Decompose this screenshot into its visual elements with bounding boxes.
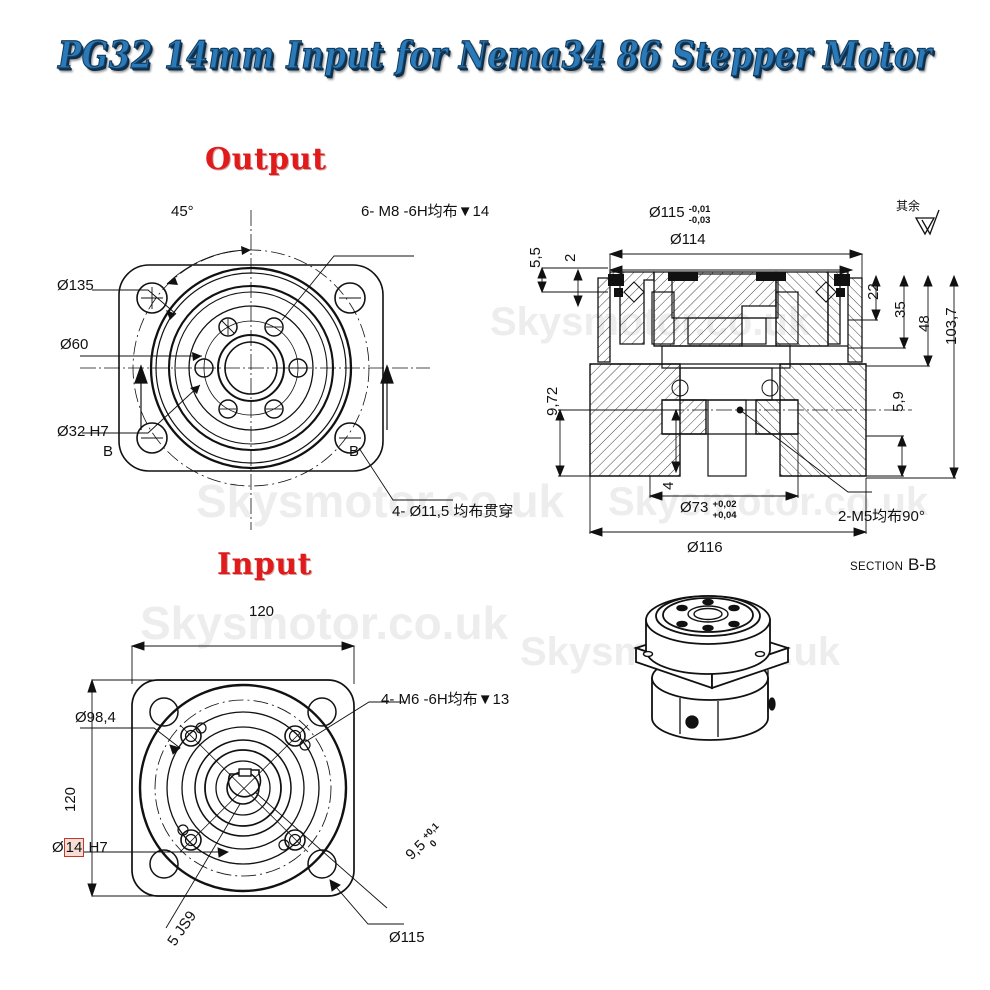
title-bar: PG32 14mm Input for Nema34 86 Stepper Mo… xyxy=(0,33,990,78)
label-2-m5: 2-M5均布90° xyxy=(838,508,925,525)
isometric-product-view xyxy=(633,595,791,741)
label-6-m8-depth: 14 xyxy=(472,203,490,220)
label-4-m6-depth: 13 xyxy=(492,691,510,708)
label-dia-115-section: Ø115 -0,01 -0,03 xyxy=(649,204,711,226)
label-4-depth: 4 xyxy=(660,481,677,490)
label-dia-73: Ø73 +0,02 +0,04 xyxy=(680,499,737,521)
section-bb-drawing xyxy=(537,209,959,537)
label-4-through-holes: 4- Ø11,5 均布贯穿 xyxy=(392,503,514,520)
label-input-bore-fit: H7 xyxy=(88,839,108,856)
label-input-width-120: 120 xyxy=(249,603,275,620)
label-9-72: 9,72 xyxy=(544,386,561,416)
label-4-m6-text: 4- M6 -6H均布 xyxy=(381,691,478,708)
label-6-m8: 6- M8 -6H均布▼14 xyxy=(361,203,490,220)
label-5-5: 5,5 xyxy=(527,247,544,268)
label-dia-60: Ø60 xyxy=(60,336,89,353)
section-caption: SECTION B-B xyxy=(850,556,936,574)
label-dia-135: Ø135 xyxy=(57,277,94,294)
label-22: 22 xyxy=(865,283,882,300)
label-dia-115-tolerance: -0,01 -0,03 xyxy=(688,204,711,226)
section-mark-b-right: B xyxy=(349,443,360,460)
output-face-drawing xyxy=(80,210,453,530)
label-48: 48 xyxy=(916,315,933,332)
label-dia-32-h7: Ø32 H7 xyxy=(57,423,109,440)
section-mark-b-left: B xyxy=(103,443,114,460)
label-5-9: 5,9 xyxy=(890,391,907,412)
section-caption-word: SECTION xyxy=(850,561,904,573)
view-caption-input: Input xyxy=(217,547,312,582)
label-35: 35 xyxy=(892,301,909,318)
label-6-m8-text: 6- M8 -6H均布 xyxy=(361,203,458,220)
label-angle-45: 45° xyxy=(171,203,194,220)
label-dia-98-4: Ø98,4 xyxy=(75,709,116,726)
label-input-bore-prefix: Ø xyxy=(52,839,64,856)
page-title: PG32 14mm Input for Nema34 86 Stepper Mo… xyxy=(57,33,932,78)
label-surface-note: 其余 xyxy=(896,199,921,213)
label-dia-73-tolerance: +0,02 +0,04 xyxy=(712,499,737,521)
label-input-bore-value: 14 xyxy=(63,838,85,857)
label-input-height-120: 120 xyxy=(62,786,79,812)
section-caption-id: B-B xyxy=(907,555,937,574)
label-dia-115-value: Ø115 xyxy=(649,204,685,221)
input-face-drawing xyxy=(80,641,405,929)
label-input-dia-115: Ø115 xyxy=(389,929,425,946)
label-dia-73-value: Ø73 xyxy=(680,499,709,516)
label-dia-116: Ø116 xyxy=(687,539,723,556)
view-caption-output: Output xyxy=(205,142,327,177)
label-4-m6: 4- M6 -6H均布▼13 xyxy=(381,691,510,708)
label-103-7: 103,7 xyxy=(943,307,960,345)
label-2: 2 xyxy=(562,253,579,262)
label-dia-114: Ø114 xyxy=(670,231,706,248)
